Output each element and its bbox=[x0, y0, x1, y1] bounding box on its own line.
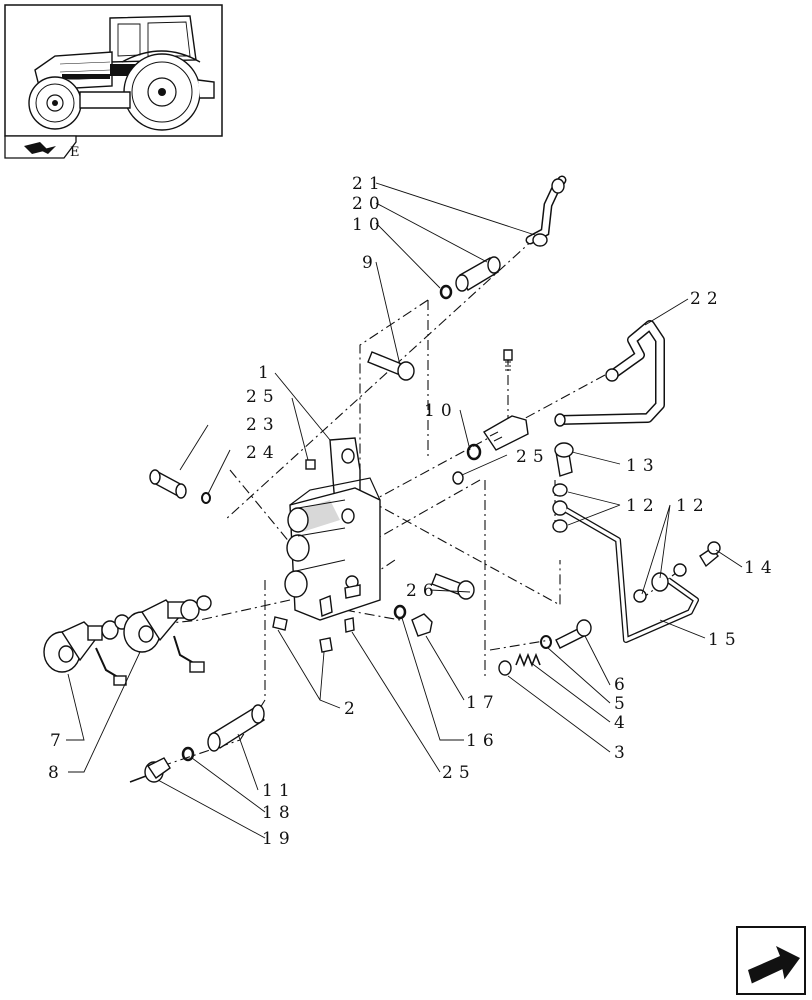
part-11-cylinder[interactable] bbox=[207, 704, 266, 752]
callout-8: 8 bbox=[48, 763, 65, 783]
callout-9: 9 bbox=[362, 253, 379, 273]
part-small-screw[interactable] bbox=[503, 349, 513, 371]
callout-19: 19 bbox=[262, 829, 296, 849]
thumbnail-caption: E bbox=[70, 145, 80, 160]
tractor-thumbnail-icon bbox=[28, 15, 215, 131]
callout-11: 11 bbox=[262, 781, 296, 801]
part-8-solenoid[interactable] bbox=[123, 595, 212, 673]
callout-10-mid: 10 bbox=[424, 401, 458, 421]
callout-20: 20 bbox=[352, 194, 386, 214]
callout-14: 14 bbox=[744, 558, 778, 578]
part-18-ring[interactable] bbox=[181, 746, 195, 762]
callout-6: 6 bbox=[614, 675, 631, 695]
callout-15: 15 bbox=[708, 630, 742, 650]
callout-3: 3 bbox=[614, 743, 631, 763]
thumbnail-tab: E bbox=[4, 135, 80, 160]
next-page-arrow-icon bbox=[748, 946, 800, 985]
part-13-bolt[interactable] bbox=[554, 442, 574, 477]
callout-18: 18 bbox=[262, 803, 296, 823]
callout-7: 7 bbox=[50, 731, 67, 751]
part-14-bolt[interactable] bbox=[699, 541, 721, 568]
tractor-thumbnail[interactable] bbox=[4, 4, 223, 137]
part-10-o-ring-top[interactable] bbox=[439, 284, 453, 300]
part-4-spring[interactable] bbox=[515, 652, 541, 668]
part-2-plugs[interactable] bbox=[272, 616, 333, 653]
callout-labels: 21 20 10 9 22 1 25 10 23 24 25 13 12 12 … bbox=[48, 174, 778, 849]
part-9-bolt[interactable] bbox=[367, 351, 415, 381]
next-page-button[interactable] bbox=[736, 926, 806, 995]
callout-22: 22 bbox=[690, 289, 724, 309]
part-6-plunger[interactable] bbox=[555, 619, 592, 649]
callout-5: 5 bbox=[614, 694, 631, 714]
part-25-plug-mid[interactable] bbox=[452, 471, 464, 485]
callout-26: 26 bbox=[406, 581, 440, 601]
part-20-fitting[interactable] bbox=[455, 256, 501, 292]
callout-24: 24 bbox=[246, 443, 280, 463]
book-page-icon bbox=[24, 142, 56, 154]
part-25-plug-bottom[interactable] bbox=[344, 617, 355, 633]
alignment-lines bbox=[99, 237, 681, 771]
part-24-ring[interactable] bbox=[201, 492, 211, 504]
part-23-pin[interactable] bbox=[149, 469, 187, 499]
callout-25-top: 25 bbox=[246, 387, 280, 407]
callout-2: 2 bbox=[344, 699, 361, 719]
callout-17: 17 bbox=[466, 693, 500, 713]
part-16-washer[interactable] bbox=[393, 604, 407, 620]
part-7-solenoid[interactable] bbox=[43, 614, 130, 686]
callout-25-mid: 25 bbox=[516, 447, 550, 467]
part-1-valve-block[interactable] bbox=[284, 437, 381, 621]
part-15-pipe[interactable] bbox=[564, 507, 699, 643]
part-22-pipe[interactable] bbox=[554, 320, 665, 427]
part-26-bolt[interactable] bbox=[431, 573, 475, 600]
part-12-washers-right[interactable] bbox=[633, 563, 687, 603]
part-25-plug-top[interactable] bbox=[305, 459, 316, 470]
callout-25-bottom: 25 bbox=[442, 763, 476, 783]
callout-12-left: 12 bbox=[626, 496, 660, 516]
part-valve-fitting[interactable] bbox=[483, 415, 529, 451]
callout-16: 16 bbox=[466, 731, 500, 751]
part-3-washer[interactable] bbox=[498, 660, 512, 676]
part-12-washers-left[interactable] bbox=[552, 483, 568, 533]
part-17-plug[interactable] bbox=[411, 613, 433, 637]
callout-12-right: 12 bbox=[676, 496, 710, 516]
callout-1: 1 bbox=[258, 363, 275, 383]
part-21-pipe[interactable] bbox=[525, 175, 567, 247]
part-5-washer[interactable] bbox=[540, 635, 552, 649]
callout-23: 23 bbox=[246, 415, 280, 435]
callout-21: 21 bbox=[352, 174, 386, 194]
callout-13: 13 bbox=[626, 456, 660, 476]
part-19-switch[interactable] bbox=[129, 757, 171, 783]
callout-10-top: 10 bbox=[352, 215, 386, 235]
part-10-o-ring-mid[interactable] bbox=[466, 443, 482, 461]
callout-4: 4 bbox=[614, 713, 631, 733]
leader-lines bbox=[66, 182, 743, 839]
